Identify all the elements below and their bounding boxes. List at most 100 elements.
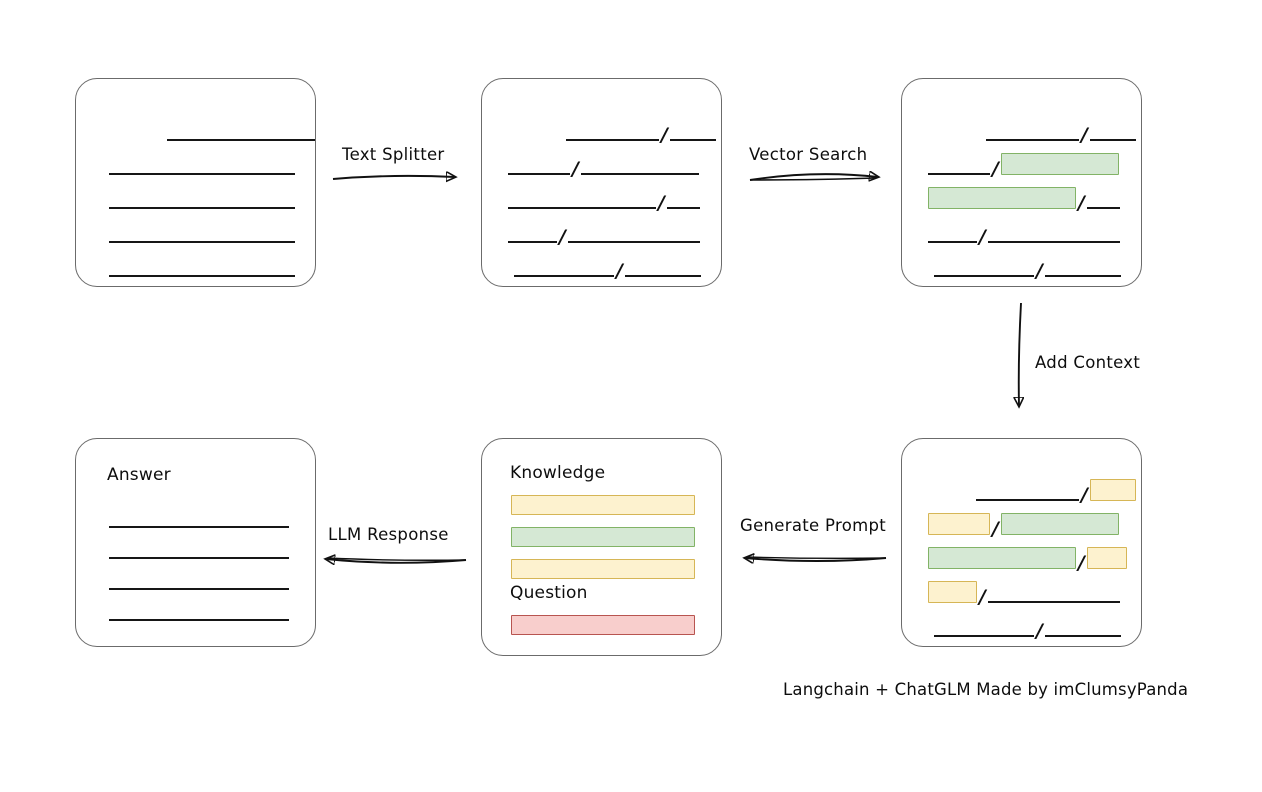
slash-separator: / [1078, 192, 1085, 214]
text-row: / [928, 255, 1141, 282]
highlight-segment-green [928, 547, 1076, 569]
text-row [109, 153, 315, 175]
text-row: / [508, 255, 721, 282]
question-bar-1 [511, 615, 695, 635]
text-line-segment [109, 162, 295, 175]
text-line-segment [1044, 264, 1121, 277]
arrow-label-vector-search: Vector Search [749, 145, 868, 164]
text-line-segment [109, 608, 289, 621]
text-line-segment [987, 590, 1120, 603]
text-line-segment [109, 546, 289, 559]
knowledge-bar-1 [511, 495, 695, 515]
slash-separator: / [1078, 552, 1085, 574]
source-document-rows [76, 79, 315, 286]
slash-separator: / [1081, 484, 1088, 506]
text-line-segment [1044, 624, 1121, 637]
highlight-segment-green [1000, 153, 1119, 175]
text-line-segment [508, 196, 656, 209]
slash-separator: / [992, 158, 999, 180]
slash-separator: / [1036, 260, 1043, 282]
text-row [109, 221, 315, 243]
box-answer[interactable]: Answer [75, 438, 316, 647]
text-row: / [928, 581, 1141, 608]
footer-credit: Langchain + ChatGLM Made by imClumsyPand… [783, 680, 1189, 699]
highlight-segment-yellow [1086, 547, 1127, 569]
text-line-segment [669, 128, 716, 141]
text-line-segment [976, 488, 1079, 501]
text-line-segment [109, 230, 295, 243]
text-row: / [928, 547, 1141, 574]
text-row [109, 568, 315, 590]
text-line-segment [928, 230, 977, 243]
answer-rows [76, 439, 315, 646]
arrow-label-text-splitter: Text Splitter [342, 145, 445, 164]
slash-separator: / [979, 586, 986, 608]
box-vector-matched-chunks[interactable]: / / / / / [901, 78, 1142, 287]
slash-separator: / [658, 192, 665, 214]
text-line-segment [986, 128, 1079, 141]
arrow-label-llm-response: LLM Response [328, 525, 449, 544]
text-row: / [928, 119, 1141, 146]
text-row: / [928, 615, 1141, 641]
text-line-segment [167, 128, 315, 141]
text-row [109, 506, 315, 528]
slash-separator: / [1081, 124, 1088, 146]
split-chunks-rows: / / / / / [482, 79, 721, 286]
slash-separator: / [559, 226, 566, 248]
arrow-llm-response [326, 558, 467, 563]
text-line-segment [1086, 196, 1120, 209]
knowledge-bar-2 [511, 527, 695, 547]
slash-separator: / [616, 260, 623, 282]
text-line-segment [928, 162, 990, 175]
arrow-add-context [1019, 302, 1021, 406]
text-row: / [508, 153, 721, 180]
text-line-segment [109, 515, 289, 528]
text-row [109, 537, 315, 559]
context-added-rows: / / / / / [902, 439, 1141, 646]
text-line-segment [567, 230, 700, 243]
box-source-document[interactable] [75, 78, 316, 287]
arrow-generate-prompt [745, 557, 887, 561]
text-row: / [928, 187, 1141, 214]
text-line-segment [624, 264, 701, 277]
text-line-segment [987, 230, 1120, 243]
highlight-segment-yellow [928, 513, 990, 535]
arrow-text-splitter [332, 176, 455, 179]
text-line-segment [109, 264, 295, 277]
text-line-segment [566, 128, 659, 141]
text-line-segment [934, 624, 1034, 637]
box-context-added-chunks[interactable]: / / / / / [901, 438, 1142, 647]
box-prompt[interactable]: Knowledge Question [481, 438, 722, 656]
arrow-vector-search [749, 174, 878, 180]
text-line-segment [666, 196, 700, 209]
arrow-label-add-context: Add Context [1035, 353, 1141, 372]
slash-separator: / [572, 158, 579, 180]
text-row [109, 255, 315, 277]
prompt-knowledge-heading: Knowledge [510, 463, 606, 483]
highlight-segment-green [928, 187, 1076, 209]
box-split-chunks[interactable]: / / / / / [481, 78, 722, 287]
text-line-segment [109, 196, 295, 209]
text-row: / [928, 221, 1141, 248]
slash-separator: / [979, 226, 986, 248]
text-row: / [508, 187, 721, 214]
text-row [109, 599, 315, 621]
text-row: / [928, 479, 1141, 506]
text-row: / [928, 153, 1141, 180]
slash-separator: / [661, 124, 668, 146]
highlight-segment-green [1000, 513, 1119, 535]
arrow-label-generate-prompt: Generate Prompt [740, 516, 886, 535]
text-line-segment [109, 577, 289, 590]
text-row: / [928, 513, 1141, 540]
text-row: / [508, 119, 721, 146]
text-line-segment [514, 264, 614, 277]
text-row: / [508, 221, 721, 248]
prompt-question-heading: Question [510, 583, 588, 603]
text-line-segment [508, 230, 557, 243]
text-line-segment [1089, 128, 1136, 141]
knowledge-bar-3 [511, 559, 695, 579]
slash-separator: / [992, 518, 999, 540]
text-row [109, 187, 315, 209]
text-line-segment [934, 264, 1034, 277]
